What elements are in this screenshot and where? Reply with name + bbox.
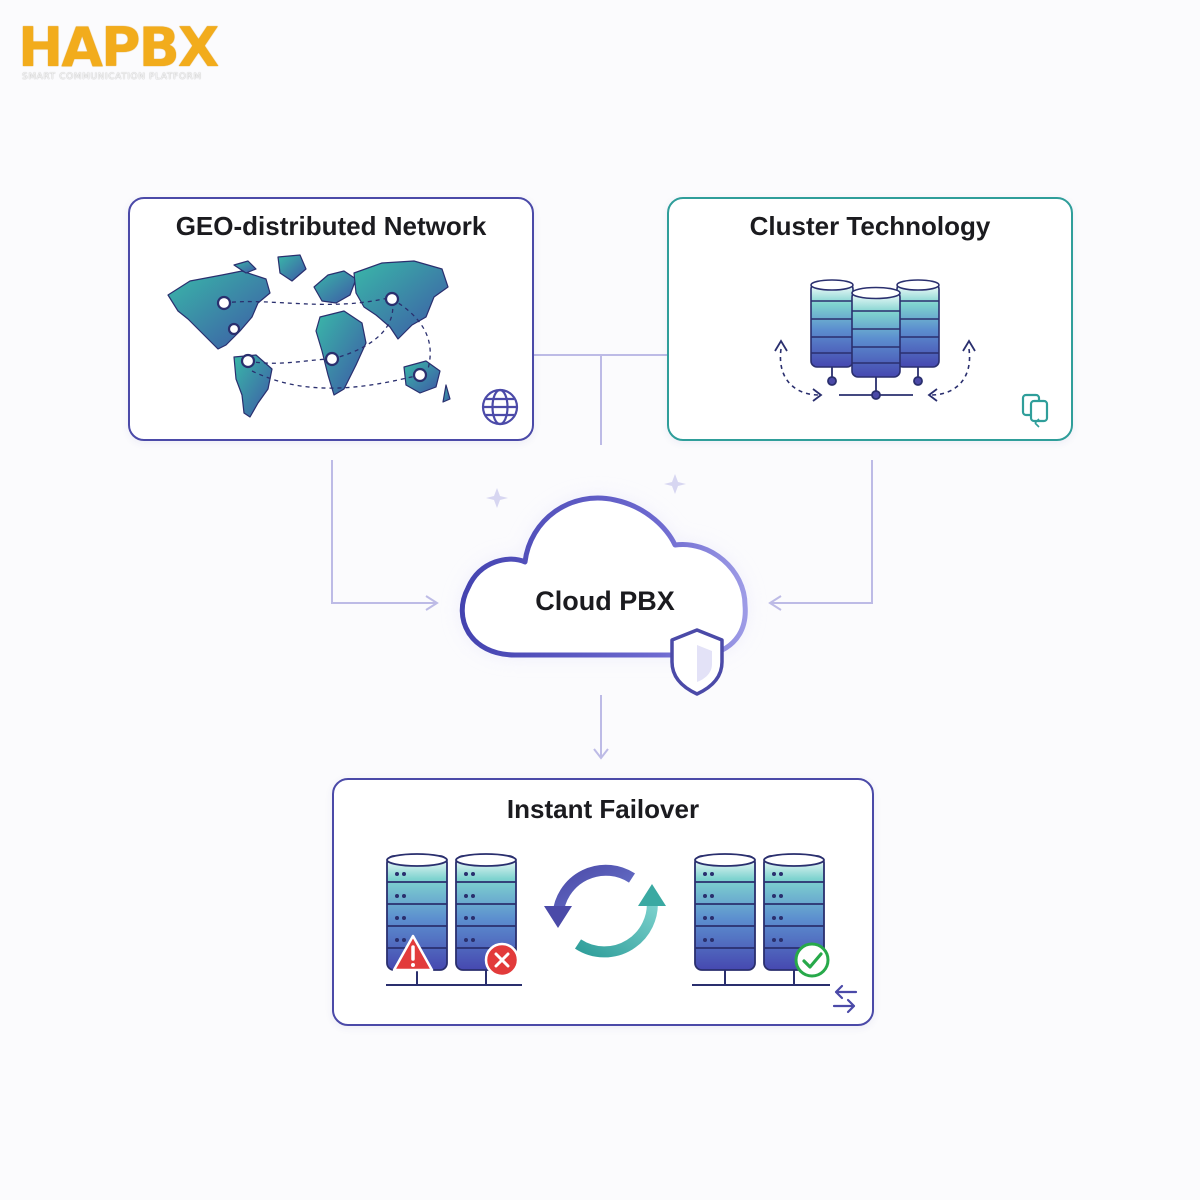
server-icon xyxy=(810,279,854,368)
connector-geo-cloud-arrowhead xyxy=(425,595,439,611)
geo-distributed-network-card: GEO-distributed Network xyxy=(128,197,534,441)
south-america xyxy=(233,354,273,418)
failover-illustration xyxy=(386,853,858,1014)
europe xyxy=(313,270,357,304)
africa xyxy=(315,310,367,396)
connector-cloud-failover-arrowhead xyxy=(593,748,609,760)
cluster-technology-card: Cluster Technology xyxy=(667,197,1073,441)
hapbx-logo: HAPBX SMART COMMUNICATION PLATFORM xyxy=(18,18,228,88)
check-icon xyxy=(794,942,830,978)
globe-icon xyxy=(481,388,519,426)
greenland xyxy=(277,254,307,282)
sync-icon xyxy=(552,864,658,958)
north-america xyxy=(167,270,271,350)
server-cluster-illustration xyxy=(774,279,1049,428)
connector-cluster-cloud-arrowhead xyxy=(768,595,782,611)
connector-cluster-cloud xyxy=(772,460,873,604)
cloud-pbx-label: Cloud PBX xyxy=(535,586,675,616)
server-icon xyxy=(851,286,901,378)
cloud-shape xyxy=(459,495,748,658)
instant-failover-card: Instant Failover xyxy=(332,778,874,1026)
map-pin-icon xyxy=(324,351,340,367)
map-pin-icon xyxy=(412,367,428,383)
logo-wordmark: HAPBX xyxy=(18,16,219,79)
server-icon xyxy=(896,279,940,368)
asia xyxy=(353,260,449,340)
failover-swap-icon xyxy=(832,984,858,1014)
connector-geo-cloud xyxy=(331,460,435,604)
map-pins xyxy=(216,291,428,383)
map-pin-icon xyxy=(240,353,256,369)
cluster-card-title: Cluster Technology xyxy=(749,211,991,241)
shield-icon xyxy=(670,628,724,696)
server-icon xyxy=(694,853,756,971)
logo-tagline: SMART COMMUNICATION PLATFORM xyxy=(22,72,202,82)
world-map-illustration xyxy=(167,254,519,426)
failover-card-title: Instant Failover xyxy=(506,794,700,824)
cluster-icon xyxy=(1021,393,1049,428)
warning-icon xyxy=(392,934,434,972)
sparkles xyxy=(486,474,686,508)
geo-card-title: GEO-distributed Network xyxy=(175,211,487,241)
error-icon xyxy=(484,942,520,978)
map-pin-icon xyxy=(216,295,232,311)
map-pin-icon xyxy=(384,291,400,307)
